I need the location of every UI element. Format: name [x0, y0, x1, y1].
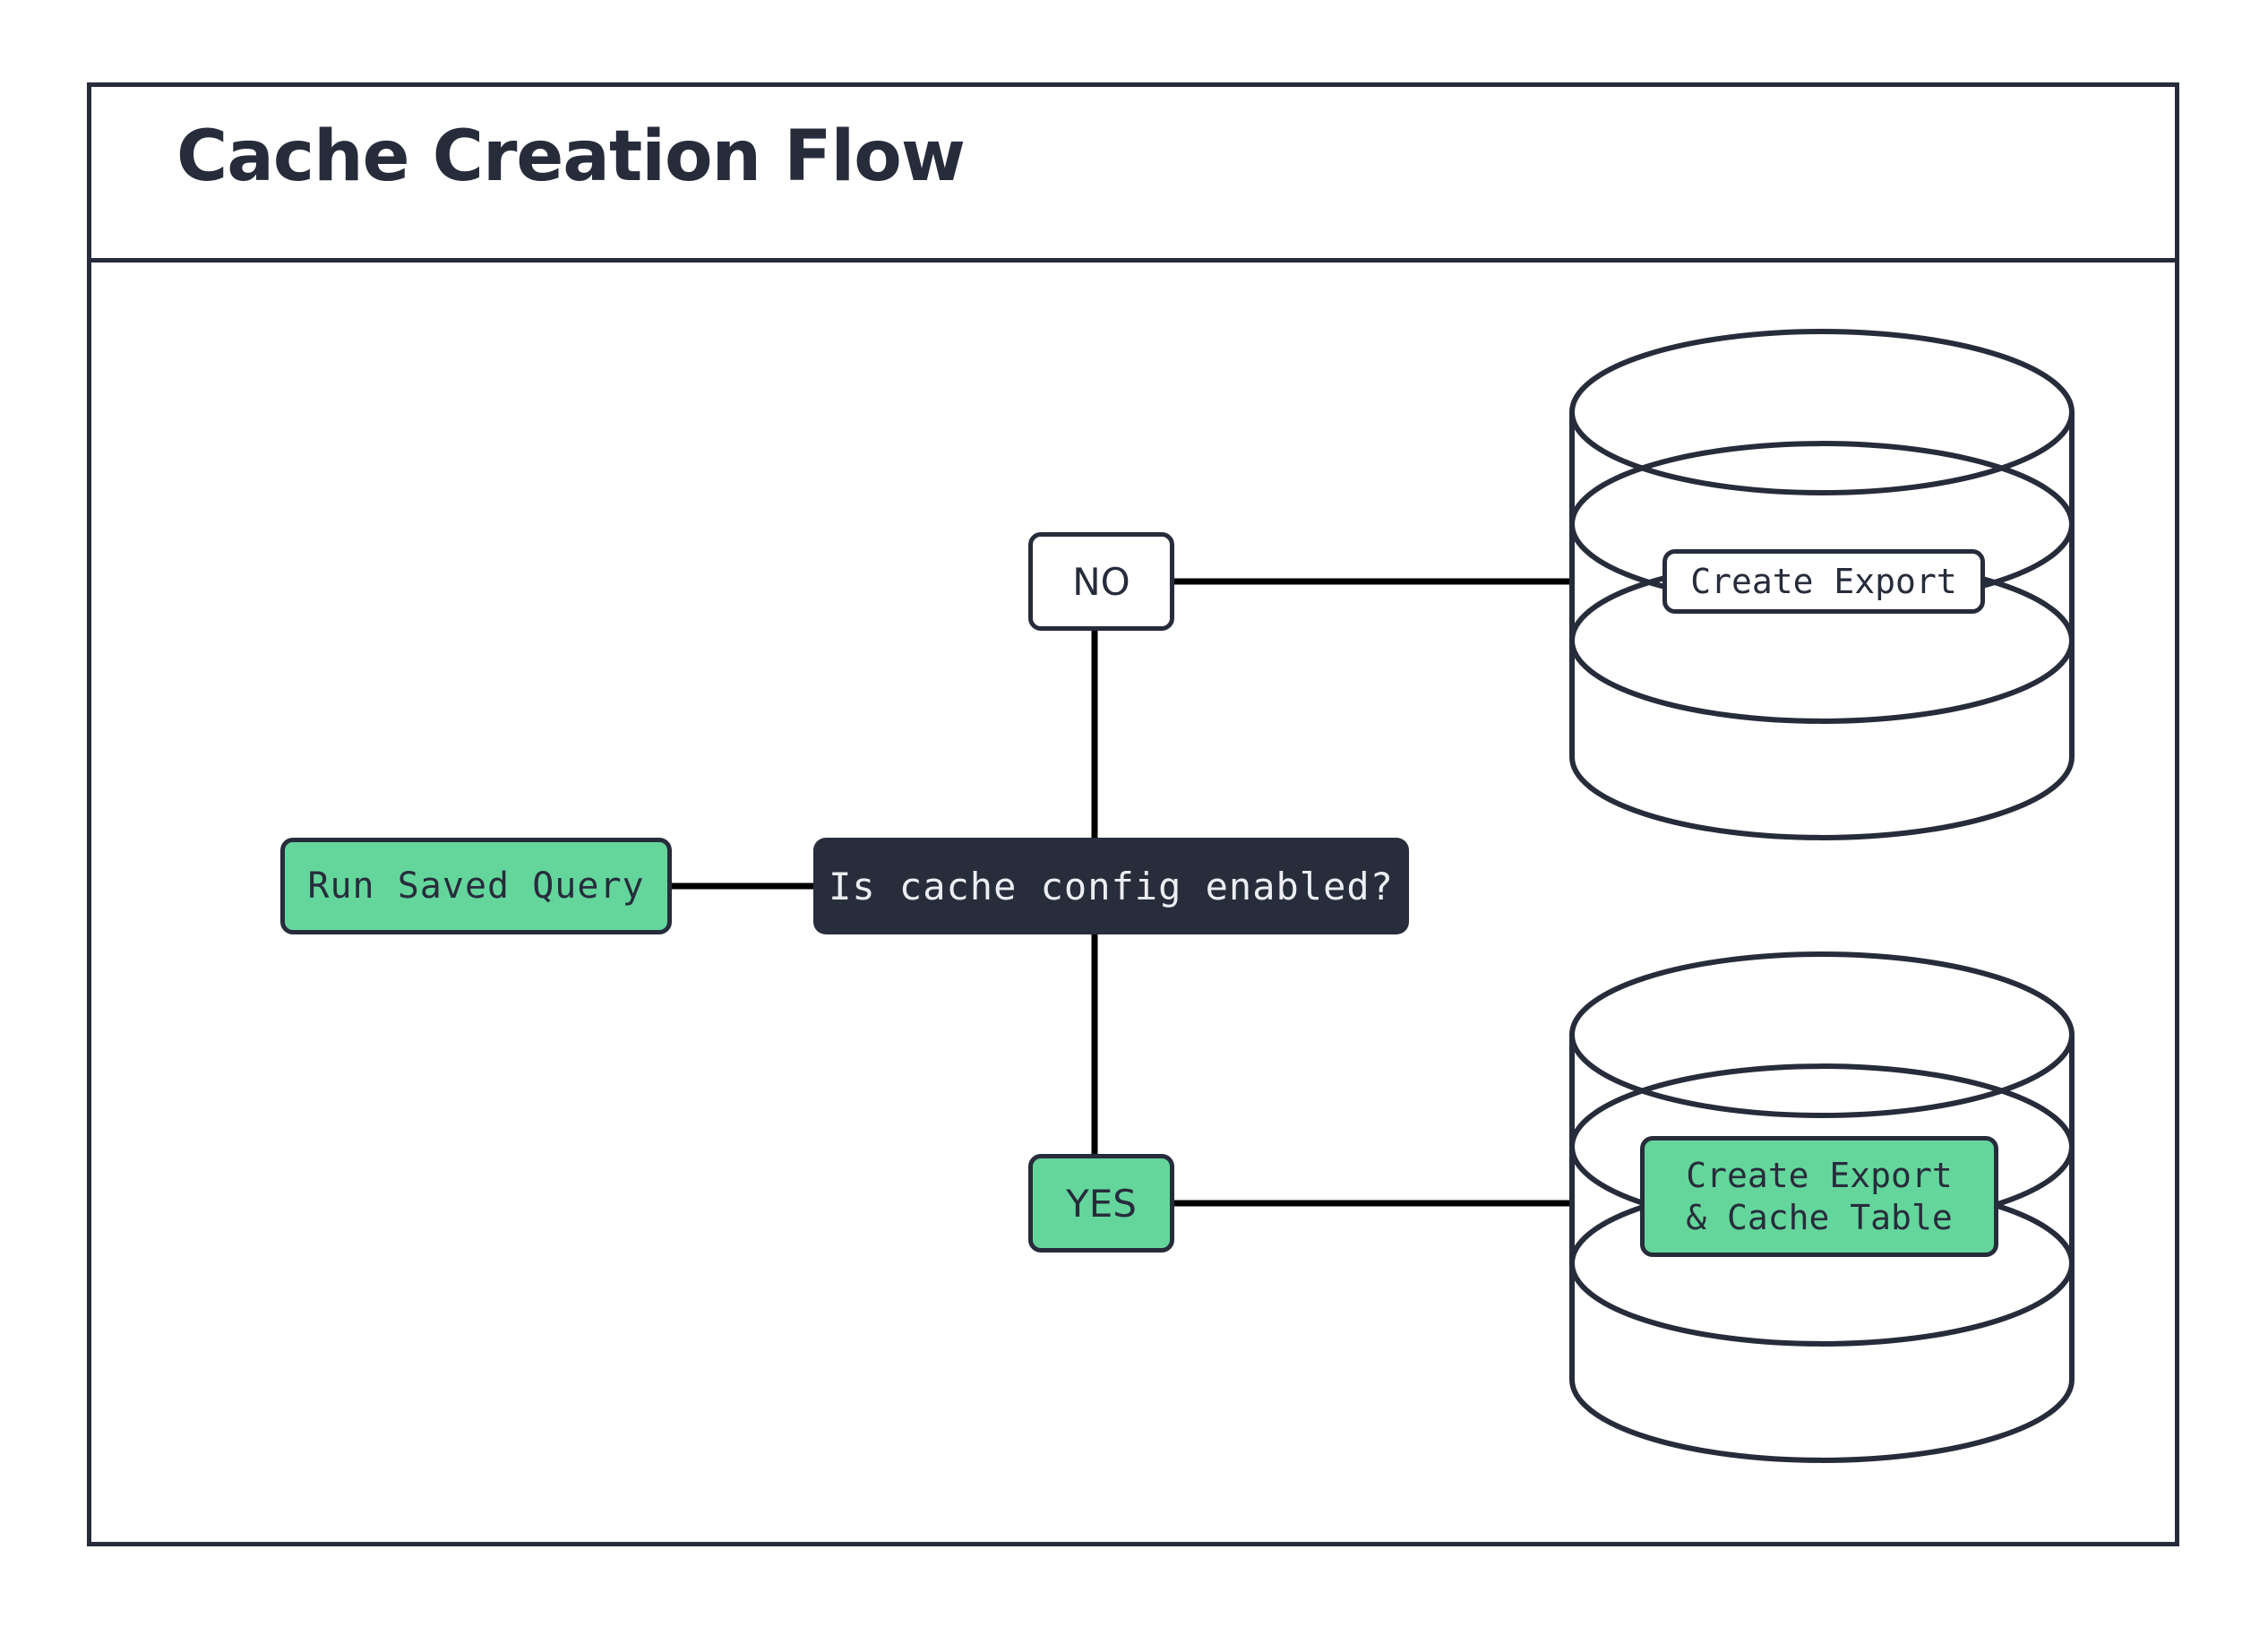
- edge-label-yes[interactable]: YES: [1028, 1154, 1174, 1253]
- node-run-saved-query[interactable]: Run Saved Query: [280, 838, 672, 934]
- node-database-top-label[interactable]: Create Export: [1662, 549, 1985, 614]
- page-title: Cache Creation Flow: [176, 116, 966, 197]
- node-decision-is-cache-config-enabled[interactable]: Is cache config enabled?: [813, 838, 1409, 934]
- diagram-frame: [87, 82, 2179, 1546]
- node-database-bottom-label[interactable]: Create Export & Cache Table: [1640, 1136, 1998, 1257]
- edge-label-no[interactable]: NO: [1028, 532, 1174, 631]
